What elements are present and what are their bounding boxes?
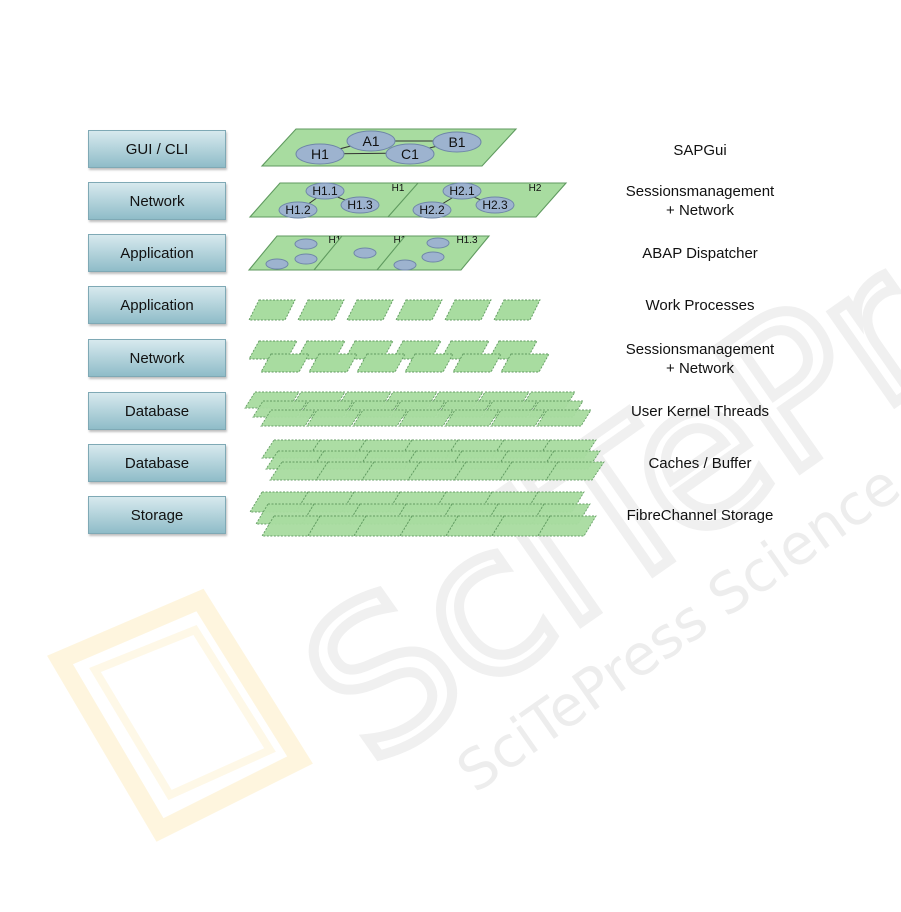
cache-plane bbox=[545, 461, 605, 481]
gui-node-b1 bbox=[432, 131, 482, 153]
network-node-label: H1.3 bbox=[347, 198, 373, 212]
dispatcher-plane-label: H1.3 bbox=[456, 235, 478, 246]
kernel-thread-plane bbox=[490, 409, 546, 427]
gui-node-h1 bbox=[295, 143, 345, 165]
kernel-thread-plane bbox=[306, 409, 362, 427]
network-node bbox=[305, 182, 345, 200]
kernel-thread-plane bbox=[352, 409, 408, 427]
layer-description-line: FibreChannel Storage bbox=[626, 507, 774, 524]
network-node-label: H2.3 bbox=[482, 198, 508, 212]
network-group-label: H2 bbox=[529, 183, 542, 194]
network-node bbox=[340, 196, 380, 214]
layer-description-line: + Network bbox=[666, 360, 734, 377]
watermark-logo-inner bbox=[89, 625, 276, 801]
gui-node-label: H1 bbox=[311, 146, 329, 162]
layer-description-line: User Kernel Threads bbox=[630, 403, 770, 420]
network-group-label: H1 bbox=[392, 183, 405, 194]
dispatcher-node bbox=[353, 247, 377, 259]
layer-description-dispatcher: ABAP Dispatcher bbox=[600, 244, 800, 263]
storage-plane bbox=[353, 515, 413, 537]
network-node-label: H2.1 bbox=[449, 184, 475, 198]
work-process-plane bbox=[297, 299, 345, 321]
session-plane bbox=[404, 353, 454, 373]
layer-description-line: SAPGui bbox=[673, 142, 727, 159]
dispatcher-node bbox=[265, 258, 289, 270]
layer-button-application[interactable]: Application bbox=[88, 234, 226, 272]
network-node bbox=[475, 196, 515, 214]
network-node bbox=[278, 201, 318, 219]
storage-plane bbox=[261, 515, 321, 537]
layer-description-line: Sessionsmanagement bbox=[625, 183, 775, 200]
layer-button-network-session[interactable]: Network bbox=[88, 339, 226, 377]
dispatcher-node bbox=[294, 238, 318, 250]
layer-description-sapgui: SAPGui bbox=[600, 141, 800, 160]
layer-button-network[interactable]: Network bbox=[88, 182, 226, 220]
watermark-logo-outer bbox=[47, 588, 313, 842]
layer-description-line: Sessionsmanagement bbox=[625, 341, 775, 358]
work-process-plane bbox=[493, 299, 541, 321]
layer-description-work-processes: Work Processes bbox=[600, 296, 800, 315]
session-plane bbox=[500, 353, 550, 373]
network-node bbox=[412, 201, 452, 219]
layer-button-database-threads[interactable]: Database bbox=[88, 392, 226, 430]
network-node-label: H1.1 bbox=[312, 184, 338, 198]
layer-description-line: Caches / Buffer bbox=[648, 455, 752, 472]
gui-node-c1 bbox=[385, 143, 435, 165]
gui-node-label: A1 bbox=[362, 133, 379, 149]
dispatcher-node bbox=[426, 237, 450, 249]
session-plane bbox=[260, 353, 310, 373]
diagram-planes: H1A1C1B1H1H1.1H1.2H1.3H2H2.1H2.2H2.3H1.1… bbox=[244, 128, 605, 537]
work-process-plane bbox=[248, 299, 296, 321]
network-node bbox=[442, 182, 482, 200]
layer-description-kernel-threads: User Kernel Threads bbox=[600, 402, 800, 421]
layer-description-line: Work Processes bbox=[645, 297, 755, 314]
gui-node-label: B1 bbox=[448, 134, 465, 150]
storage-plane bbox=[445, 515, 505, 537]
kernel-thread-plane bbox=[260, 409, 316, 427]
gui-node-a1 bbox=[346, 130, 396, 152]
kernel-thread-plane bbox=[536, 409, 592, 427]
work-process-plane bbox=[346, 299, 394, 321]
kernel-thread-plane bbox=[398, 409, 454, 427]
layer-description-sessions-2: Sessionsmanagement + Network bbox=[600, 340, 800, 378]
layer-button-application-work[interactable]: Application bbox=[88, 286, 226, 324]
layer-button-gui-cli[interactable]: GUI / CLI bbox=[88, 130, 226, 168]
layer-description-sessions: Sessionsmanagement + Network bbox=[600, 182, 800, 220]
storage-plane bbox=[491, 515, 551, 537]
layer-description-line: + Network bbox=[666, 202, 734, 219]
dispatcher-node bbox=[294, 253, 318, 265]
network-node-label: H1.2 bbox=[285, 203, 311, 217]
session-plane bbox=[308, 353, 358, 373]
storage-plane bbox=[537, 515, 597, 537]
storage-plane bbox=[399, 515, 459, 537]
work-process-plane bbox=[395, 299, 443, 321]
dispatcher-node bbox=[421, 251, 445, 263]
dispatcher-node bbox=[393, 259, 417, 271]
session-plane bbox=[452, 353, 502, 373]
storage-plane bbox=[307, 515, 367, 537]
layer-description-caches: Caches / Buffer bbox=[600, 454, 800, 473]
kernel-thread-plane bbox=[444, 409, 500, 427]
layer-button-database-caches[interactable]: Database bbox=[88, 444, 226, 482]
network-node-label: H2.2 bbox=[419, 203, 445, 217]
layer-description-line: ABAP Dispatcher bbox=[642, 245, 758, 262]
work-process-plane bbox=[444, 299, 492, 321]
layer-button-storage[interactable]: Storage bbox=[88, 496, 226, 534]
layer-description-storage: FibreChannel Storage bbox=[600, 506, 800, 525]
gui-node-label: C1 bbox=[401, 146, 419, 162]
session-plane bbox=[356, 353, 406, 373]
